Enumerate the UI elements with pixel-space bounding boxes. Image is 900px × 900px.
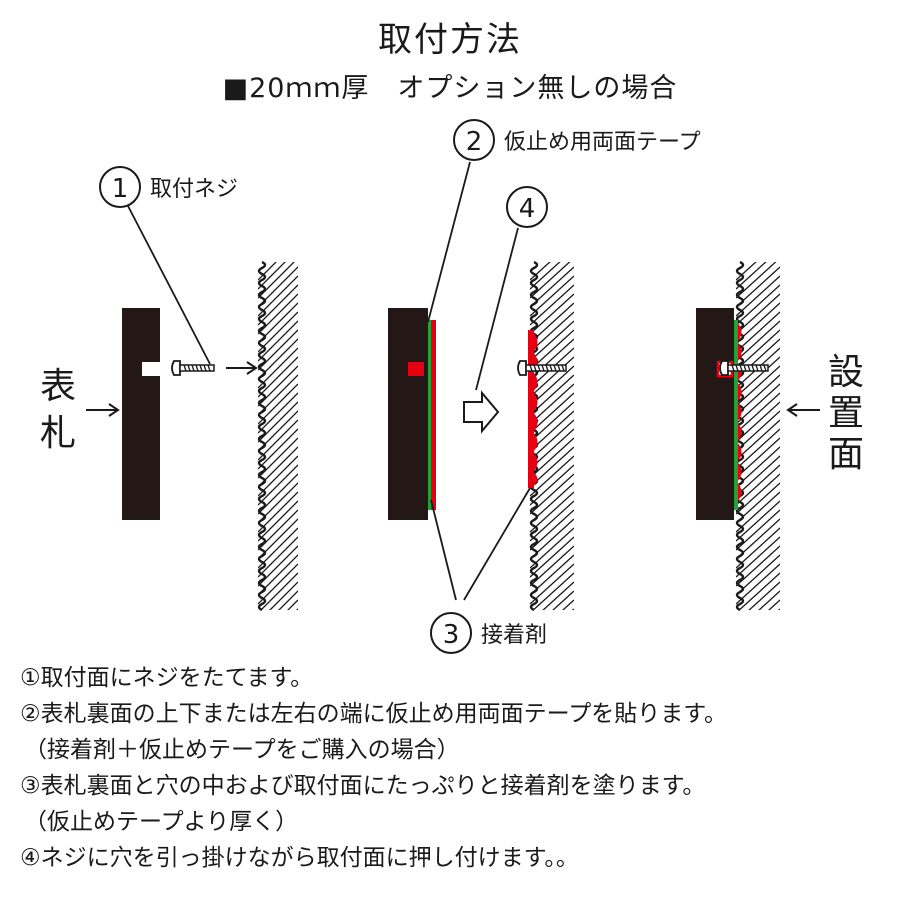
instruction-list: ①取付面にネジをたてます。 ②表札裏面の上下または左右の端に仮止め用両面テープを…: [20, 660, 895, 876]
outline-arrow-right-icon: [463, 390, 500, 434]
wall-left: [257, 260, 298, 612]
surface-label-1: 設: [828, 352, 864, 393]
sign-label-2: 札: [40, 413, 76, 454]
instruction-step-3-note: （仮止めテープより厚く）: [24, 809, 299, 835]
leader-lines: [127, 161, 531, 601]
wall-right: [735, 260, 780, 612]
callout-adhesive: 3 接着剤: [430, 612, 547, 654]
double-sided-tape: [428, 320, 431, 510]
instruction-step-1: ①取付面にネジをたてます。: [20, 665, 314, 691]
adhesive-layer: [428, 320, 436, 510]
leader-step4: [475, 227, 519, 391]
arrow-right-icon: [226, 361, 258, 375]
svg-text:4: 4: [519, 194, 536, 224]
callout-screw-label: 取付ネジ: [150, 177, 238, 202]
sign-board-2: [388, 308, 436, 520]
callout-tape-label: 仮止め用両面テープ: [504, 130, 701, 155]
adhesive-in-hole: [408, 362, 424, 376]
svg-text:1: 1: [112, 174, 129, 204]
svg-text:2: 2: [466, 127, 483, 157]
surface-label-3: 面: [828, 434, 864, 475]
page-title: 取付方法: [378, 20, 522, 60]
sign-label-1: 表: [40, 366, 76, 407]
screw-icon: [719, 360, 769, 376]
leader-tape: [427, 161, 471, 323]
page-subtitle: ■20ｍｍ厚 オプション無しの場合: [222, 73, 678, 104]
leader-adhesive-a: [430, 499, 457, 601]
screw-icon: [171, 360, 215, 376]
sign-board-1: [122, 308, 160, 520]
instruction-step-3: ③表札裏面と穴の中および取付面にたっぷりと接着剤を塗ります。: [20, 773, 706, 799]
arrow-right-icon: [86, 403, 120, 417]
callout-tape: 2 仮止め用両面テープ: [453, 119, 701, 161]
sign-board-3: [696, 308, 738, 520]
arrow-left-icon: [786, 403, 820, 417]
callout-adhesive-label: 接着剤: [481, 623, 547, 648]
callout-screw: 1 取付ネジ: [99, 166, 238, 208]
double-sided-tape-installed: [734, 320, 738, 510]
instruction-step-2-note: （接着剤＋仮止めテープをご購入の場合）: [24, 737, 460, 763]
callout-step4: 4: [506, 186, 548, 228]
leader-screw: [127, 205, 211, 365]
leader-adhesive-b: [463, 487, 531, 601]
instruction-step-4: ④ネジに穴を引っ掛けながら取付面に押し付けます。。: [20, 845, 579, 871]
screw-hole: [142, 362, 160, 376]
instruction-step-2: ②表札裏面の上下または左右の端に仮止め用両面テープを貼ります。: [20, 701, 727, 727]
svg-text:3: 3: [443, 620, 460, 650]
screw-icon: [517, 360, 567, 376]
surface-label-2: 置: [828, 393, 864, 434]
